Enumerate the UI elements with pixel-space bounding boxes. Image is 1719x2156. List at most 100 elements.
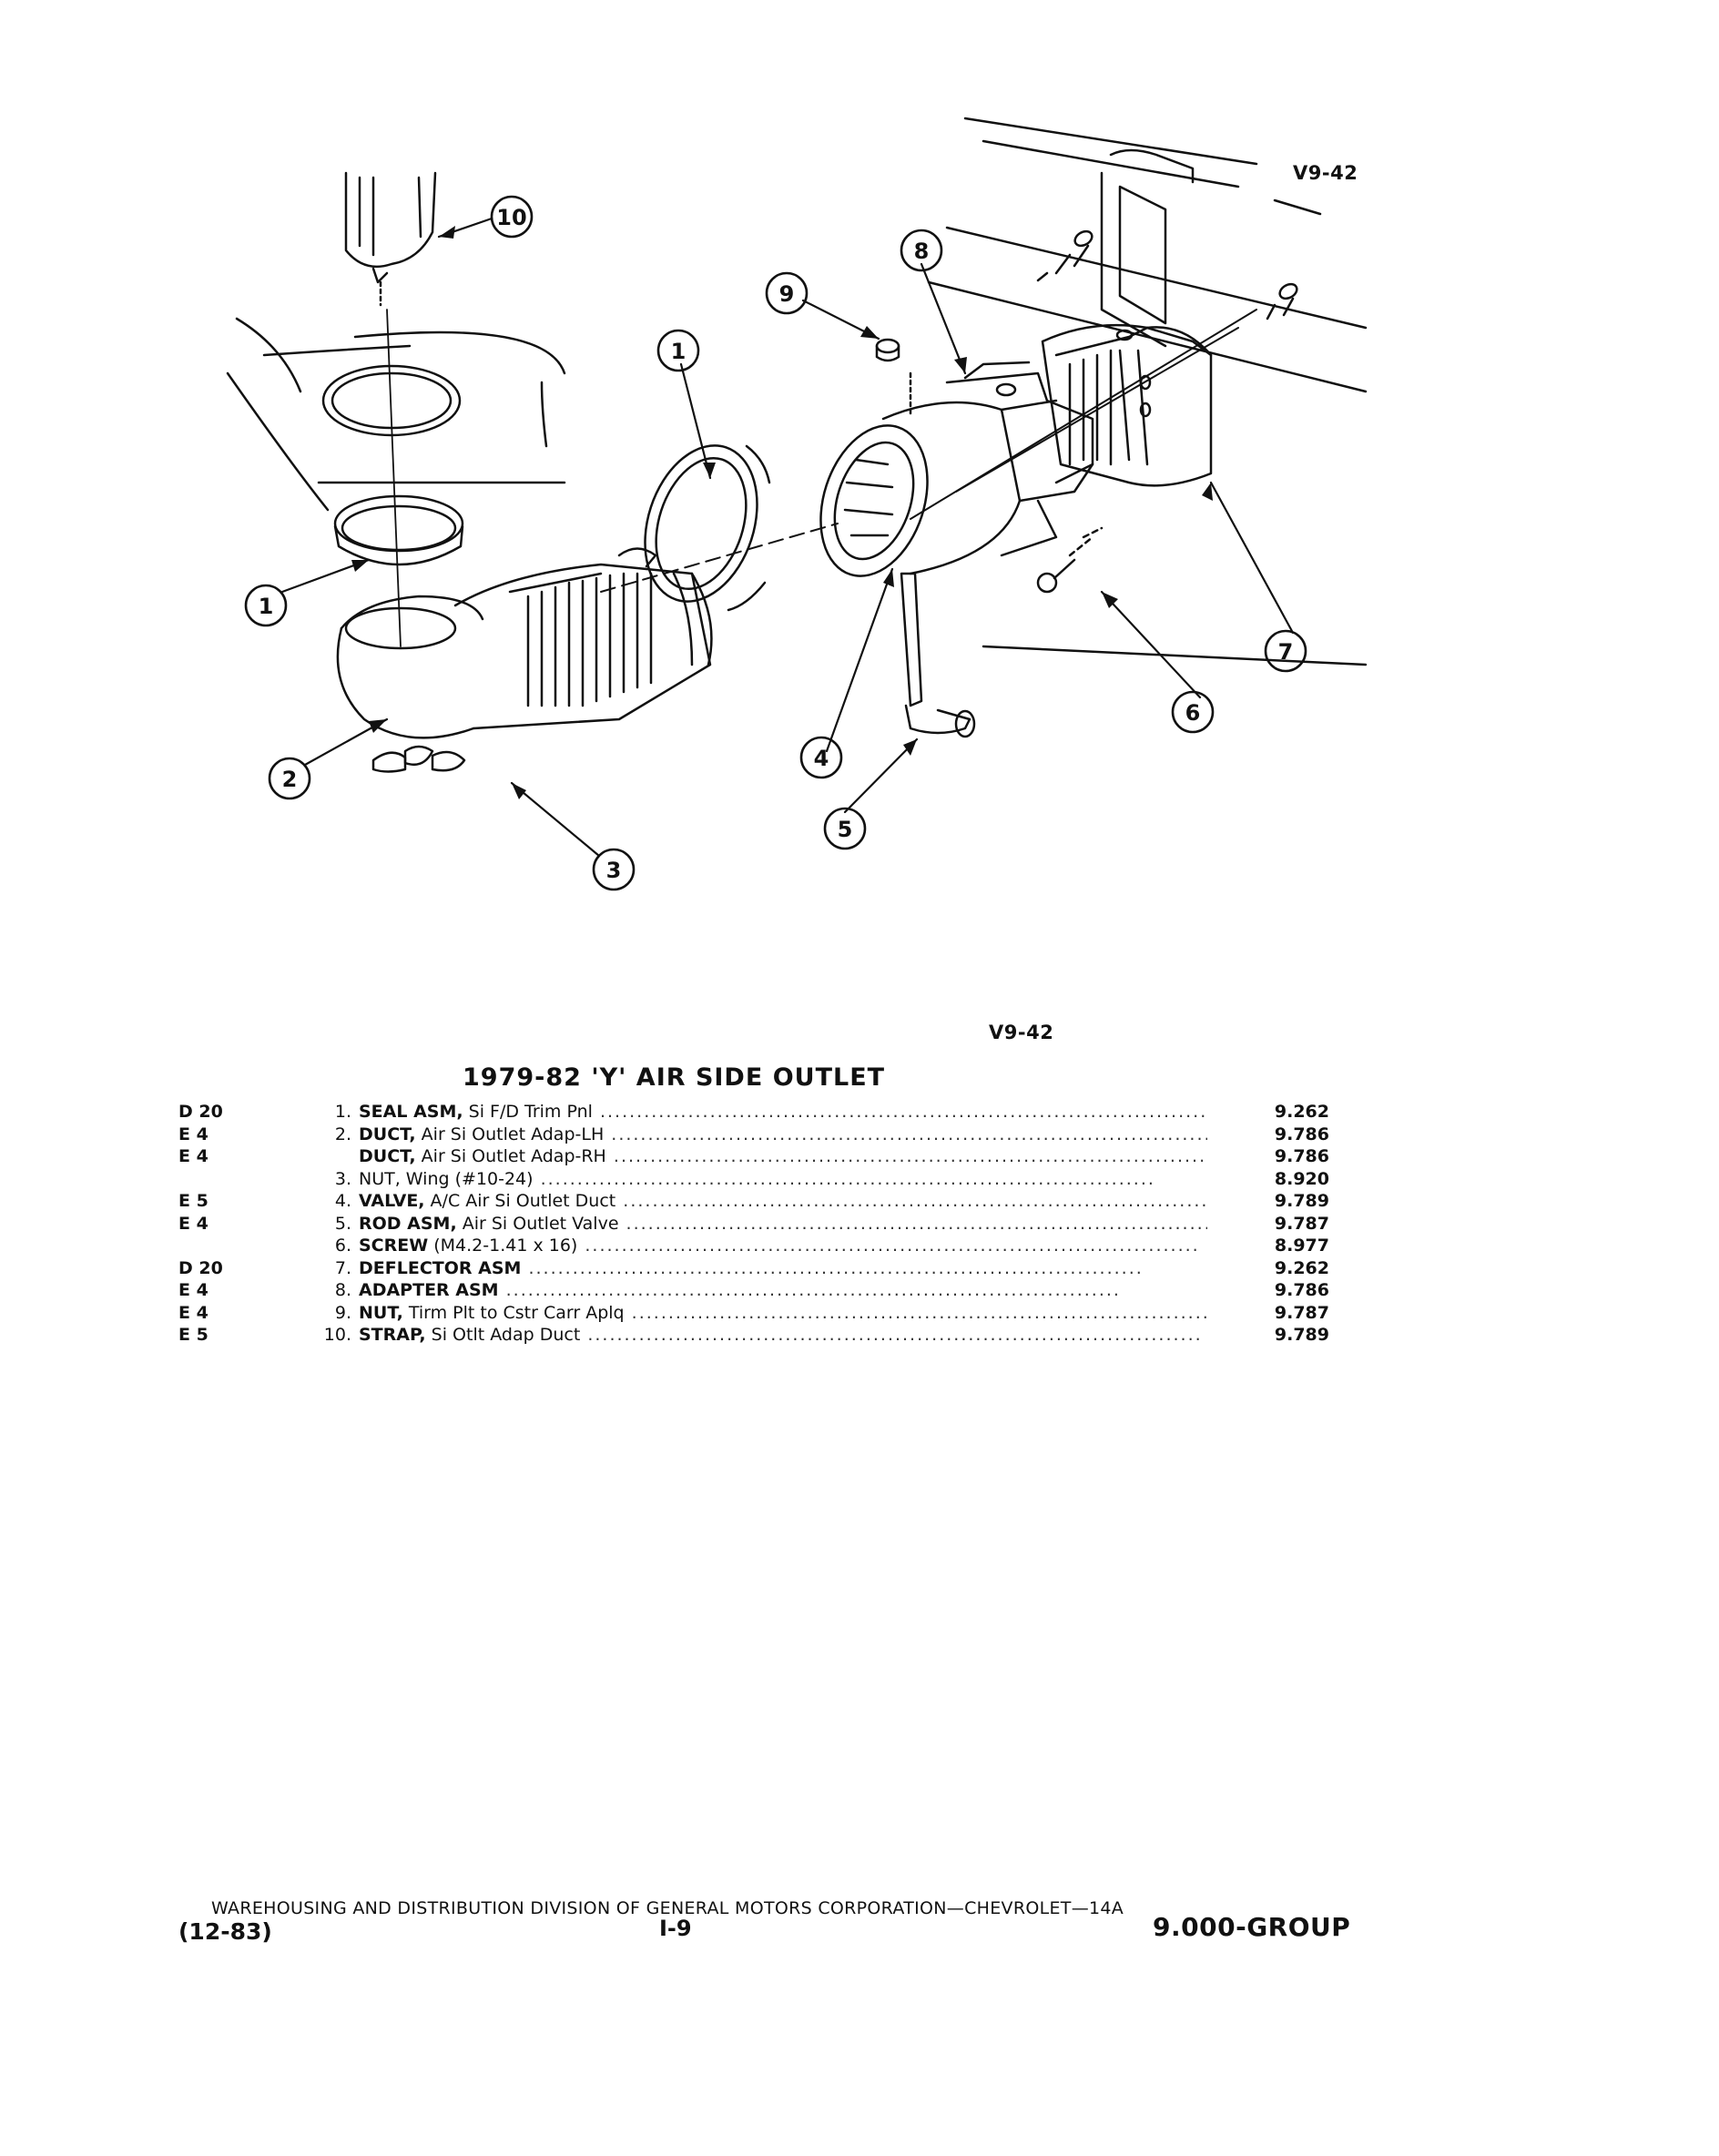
panel-pin-left — [1036, 229, 1093, 282]
part-row: E 4 8.ADAPTER ASM ......................… — [178, 1279, 1335, 1302]
exploded-parts-illustration: 10 9 8 1 1 7 6 4 5 2 3 — [182, 100, 1368, 920]
part-description: Air Si Outlet Adap-LH — [415, 1124, 605, 1144]
part-number: 1. — [334, 1102, 351, 1122]
trim-panel-outline — [226, 317, 566, 512]
part-group-number: 9.262 — [1274, 1102, 1329, 1122]
rod-part-5 — [900, 572, 976, 738]
panel-pin-right — [1266, 282, 1298, 320]
dot-leader: ........................................… — [577, 1236, 1200, 1256]
part-noun: DUCT, — [359, 1124, 416, 1144]
part-line: 8.ADAPTER ASM ..........................… — [297, 1279, 1207, 1302]
part-group-number: 9.786 — [1274, 1280, 1329, 1300]
dot-leader: ........................................… — [533, 1168, 1155, 1189]
part-row: E 4 9.NUT, Tirm Plt to Cstr Carr Aplq ..… — [178, 1302, 1335, 1325]
part-group-number: 9.789 — [1274, 1325, 1329, 1345]
part-line: 7. DEFLECTOR ASM ........................… — [297, 1257, 1207, 1280]
callout-8: 8 — [914, 239, 930, 264]
part-description: Air Si Outlet Adap-RH — [415, 1146, 606, 1166]
diagram-code-top: V9-42 — [1293, 162, 1358, 184]
part-noun: DUCT, — [359, 1146, 416, 1166]
part-code: E 4 — [178, 1124, 209, 1144]
callout-9: 9 — [779, 281, 795, 307]
part-line: 10.STRAP, Si Otlt Adap Duct ............… — [297, 1324, 1207, 1347]
callout-circles — [244, 195, 1307, 891]
part-noun: SEAL ASM, — [359, 1102, 463, 1122]
part-code: D 20 — [178, 1102, 223, 1122]
part-group-number: 9.789 — [1274, 1191, 1329, 1211]
part-line: DUCT, Air Si Outlet Adap-RH ............… — [297, 1145, 1207, 1168]
part-number: 3. — [334, 1168, 351, 1189]
dot-leader: ........................................… — [618, 1213, 1207, 1234]
dot-leader: ........................................… — [498, 1280, 1121, 1300]
part-row: E 5 4.VALVE, A/C Air Si Outlet Duct ....… — [178, 1190, 1335, 1213]
adapter-valve-assembly — [819, 361, 1094, 577]
part-group-number: 9.787 — [1274, 1213, 1329, 1234]
part-row: E 5 10.STRAP, Si Otlt Adap Duct ........… — [178, 1324, 1335, 1347]
part-noun: SCREW — [359, 1236, 429, 1256]
part-group-number: 9.262 — [1274, 1257, 1329, 1278]
footer-organization: WAREHOUSING AND DISTRIBUTION DIVISION OF… — [211, 1898, 1124, 1918]
part-line: 6. SCREW (M4.2-1.41 x 16) ...............… — [297, 1235, 1207, 1257]
seal-middle — [644, 444, 771, 612]
part-description: Tirm Plt to Cstr Carr Aplq — [402, 1302, 625, 1323]
part-description: Si Otlt Adap Duct — [425, 1325, 581, 1345]
part-row: 3. NUT, Wing (#10-24) ...................… — [178, 1168, 1335, 1191]
callout-5: 5 — [838, 817, 853, 842]
diagram-code-bottom: V9-42 — [989, 1022, 1054, 1043]
part-number: 7. — [334, 1257, 351, 1278]
part-line: 2.DUCT, Air Si Outlet Adap-LH ..........… — [297, 1124, 1207, 1146]
part-line: 9. NUT, Tirm Plt to Cstr Carr Aplq ......… — [297, 1302, 1207, 1325]
part-row: E 4 DUCT, Air Si Outlet Adap-RH ........… — [178, 1145, 1335, 1168]
callout-2: 2 — [282, 767, 298, 792]
wing-nut-part-3 — [371, 745, 466, 773]
part-number: 5. — [334, 1213, 351, 1234]
part-number: 9. — [334, 1302, 351, 1323]
vertical-guideline — [386, 309, 402, 647]
part-row: 6. SCREW (M4.2-1.41 x 16) ...............… — [178, 1235, 1335, 1257]
seal-left — [333, 494, 464, 566]
callout-4: 4 — [814, 746, 829, 771]
part-number: 8. — [334, 1280, 351, 1300]
part-noun: DEFLECTOR ASM — [359, 1257, 522, 1278]
footer-date: (12-83) — [178, 1918, 272, 1945]
part-description: A/C Air Si Outlet Duct — [424, 1191, 616, 1211]
dot-leader: ........................................… — [605, 1146, 1207, 1166]
part-row: E 4 2.DUCT, Air Si Outlet Adap-LH ......… — [178, 1124, 1335, 1146]
part-group-number: 9.786 — [1274, 1146, 1329, 1166]
callout-1-left: 1 — [259, 594, 274, 619]
part-number: 2. — [334, 1124, 351, 1144]
dot-leader: ........................................… — [580, 1325, 1203, 1345]
assembly-centerline — [600, 523, 839, 593]
part-description: Si F/D Trim Pnl — [463, 1102, 593, 1122]
part-code: E 4 — [178, 1146, 209, 1166]
exploded-view-svg: 10 9 8 1 1 7 6 4 5 2 3 — [226, 117, 1368, 891]
nut-part-9 — [875, 338, 900, 362]
part-group-number: 9.786 — [1274, 1124, 1329, 1144]
callout-6: 6 — [1185, 700, 1201, 726]
callout-1-right: 1 — [671, 339, 687, 364]
part-noun: VALVE, — [359, 1191, 425, 1211]
footer-group: 9.000-GROUP — [1153, 1912, 1351, 1942]
part-code: E 4 — [178, 1280, 209, 1300]
dot-leader: ........................................… — [615, 1191, 1207, 1211]
dot-leader: ........................................… — [592, 1102, 1207, 1122]
part-description: NUT, Wing (#10-24) — [359, 1168, 534, 1189]
part-line: 4. VALVE, A/C Air Si Outlet Duct ........… — [297, 1190, 1207, 1213]
screw-part-6 — [1036, 526, 1104, 594]
callout-arrowheads — [351, 226, 1213, 799]
part-noun: NUT, — [359, 1302, 403, 1323]
part-description: (M4.2-1.41 x 16) — [428, 1236, 578, 1256]
duct-part-2 — [336, 547, 713, 739]
part-number: 6. — [334, 1236, 351, 1256]
part-code: E 5 — [178, 1325, 209, 1345]
dot-leader: ........................................… — [624, 1302, 1207, 1323]
section-title: 1979-82 'Y' AIR SIDE OUTLET — [463, 1063, 886, 1092]
part-noun: ROD ASM, — [359, 1213, 457, 1234]
part-group-number: 8.977 — [1274, 1236, 1329, 1256]
part-number: 4. — [334, 1191, 351, 1211]
part-group-number: 8.920 — [1274, 1168, 1329, 1189]
dot-leader: ........................................… — [521, 1257, 1144, 1278]
callout-7: 7 — [1278, 639, 1294, 665]
instrument-panel-outline — [927, 117, 1368, 666]
